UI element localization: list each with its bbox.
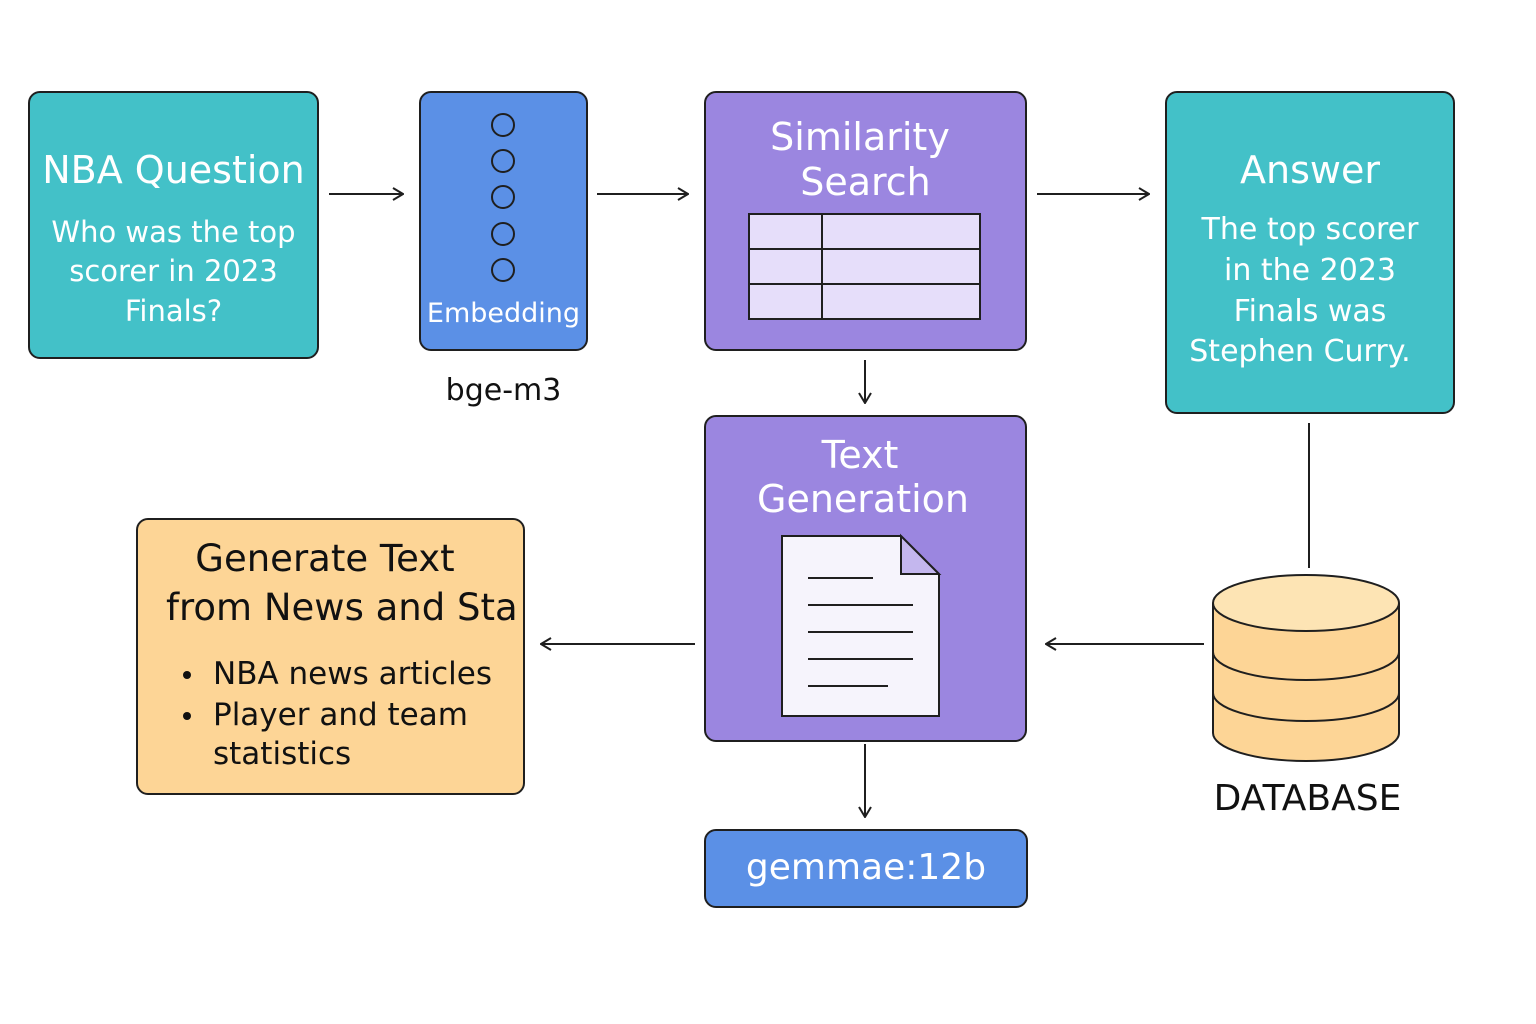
source-title-line-2: from News and Sta xyxy=(166,586,518,629)
question-text-line-1: Who was the top xyxy=(51,215,296,249)
generation-title-line-2: Generation xyxy=(757,477,969,521)
generation-title-line-1: Text xyxy=(821,433,899,477)
source-box xyxy=(136,518,525,795)
embedding-model-label: bge-m3 xyxy=(445,373,562,408)
generation-model-label: gemmae:12b xyxy=(745,847,987,888)
source-bullet-item: Player and team xyxy=(161,695,521,736)
similarity-title-line-1: Similarity xyxy=(770,115,950,159)
source-title-line-1: Generate Text xyxy=(195,537,455,580)
similarity-title-line-2: Search xyxy=(800,160,931,204)
answer-text-line-4: Stephen Curry. xyxy=(1189,334,1411,369)
generation-model-box xyxy=(704,829,1028,908)
embedding-label: Embedding xyxy=(426,298,581,329)
answer-text-line-2: in the 2023 xyxy=(1223,253,1396,288)
question-box xyxy=(28,91,319,359)
answer-box xyxy=(1165,91,1455,414)
vector-dots-icon xyxy=(491,113,515,282)
source-bullet-list: NBA news articles Player and team xyxy=(161,654,521,736)
question-title: NBA Question xyxy=(42,148,305,192)
question-text-line-3: Finals? xyxy=(124,294,223,328)
database-label: DATABASE xyxy=(1213,778,1402,819)
answer-text-line-1: The top scorer xyxy=(1201,212,1419,247)
database-icon xyxy=(1212,574,1400,762)
source-bullet-item: NBA news articles xyxy=(161,654,521,695)
table-icon xyxy=(748,213,981,320)
document-icon xyxy=(781,533,942,717)
source-bullet-continuation: statistics xyxy=(213,736,352,772)
answer-text-line-3: Finals was xyxy=(1233,294,1387,329)
answer-title: Answer xyxy=(1240,148,1380,192)
question-text-line-2: scorer in 2023 xyxy=(69,254,278,288)
